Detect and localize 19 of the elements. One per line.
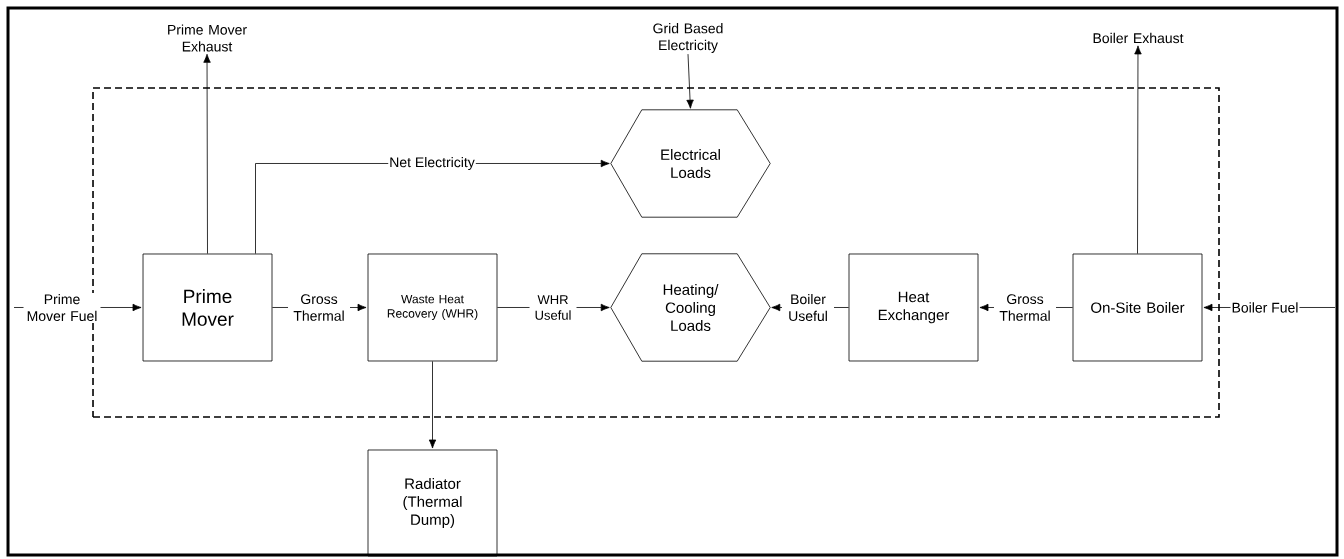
process-box: Heat Exchanger — [848, 253, 979, 362]
edge-label: WHR Useful — [529, 294, 577, 321]
edge-label: Gross Thermal — [288, 293, 350, 322]
edge-label: Net Electricity — [388, 155, 476, 171]
flow-label: Prime Mover Exhaust — [168, 24, 247, 52]
edge-label: Prime Mover Fuel — [23, 292, 101, 323]
arrow — [686, 53, 694, 109]
arrow — [203, 53, 211, 254]
arrow — [1134, 45, 1142, 254]
flow-label: Grid Based Electricity — [653, 23, 723, 53]
flow-label: Boiler Exhaust — [1093, 32, 1184, 44]
process-box: Radiator (Thermal Dump) — [367, 449, 498, 557]
process-box: Prime Mover — [142, 253, 273, 362]
edge-label: Boiler Useful — [782, 292, 834, 323]
edge-label: Boiler Fuel — [1230, 301, 1300, 314]
process-box: On-Site Boiler — [1072, 253, 1203, 362]
process-box: Waste Heat Recovery (WHR) — [367, 253, 498, 362]
edge-label: Gross Thermal — [994, 293, 1056, 322]
arrow — [428, 361, 437, 449]
